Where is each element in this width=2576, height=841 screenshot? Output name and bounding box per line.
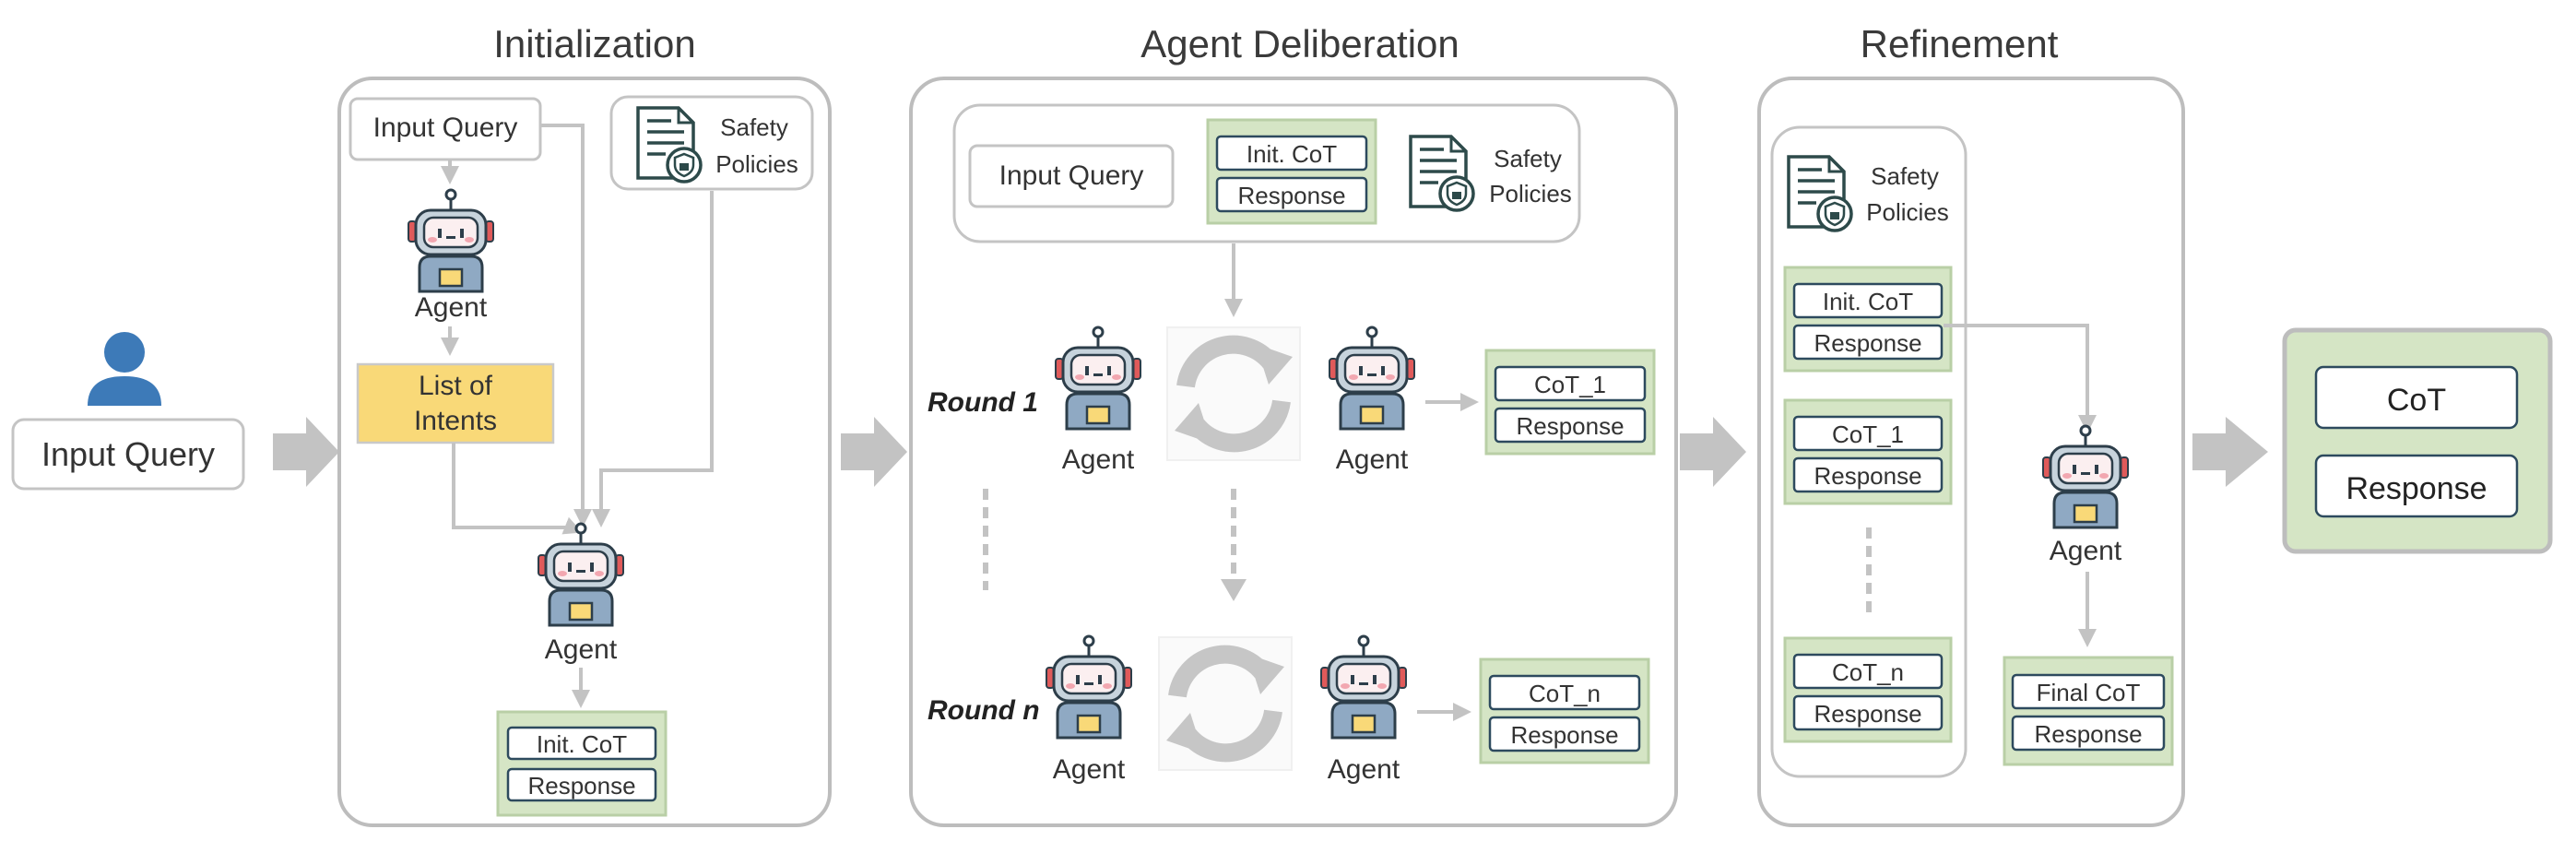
init-response-label: Response [527,772,635,800]
round-n-response-label: Response [1510,721,1618,749]
user-icon [88,332,161,406]
round-n-cycle-icon [1159,637,1292,770]
delib-safety-label-2: Policies [1489,180,1572,207]
init-safety-policy-icon [636,106,703,184]
final-cot-box [2011,673,2166,710]
round-1-cycle-icon [1167,327,1300,460]
round-n-response-box [1488,716,1641,752]
delib-init-response-label: Response [1237,182,1345,209]
refine-safety-label-1: Safety [1871,162,1939,190]
stage-arrow-3 [1680,417,1746,487]
stage-arrow-4 [2192,417,2268,487]
output-cot-label: CoT [2387,383,2446,418]
cot-1-label: CoT_1 [1534,371,1606,398]
init-response-box [506,767,657,802]
delib-init-response-box [1215,176,1368,213]
delib-safety-label-1: Safety [1494,145,1562,172]
stage-arrow-1 [273,417,339,487]
round-1-response-box [1494,407,1647,444]
output-cot-box [2314,365,2519,430]
stage-arrow-2 [841,417,907,487]
round-n-agent-right-label: Agent [1328,754,1400,785]
round-1-agent-right-label: Agent [1336,444,1409,475]
delib-safety-policy-icon [1409,135,1475,212]
refine-cot-1-response-label: Response [1814,462,1921,490]
user-input-query-label: Input Query [41,435,215,473]
refine-cot-n-response-label: Response [1814,700,1921,728]
round-n-agent-left-label: Agent [1053,754,1126,785]
round-1-response-label: Response [1516,412,1624,440]
list-of-intents-box [356,362,555,444]
round-1-agent-left-label: Agent [1062,444,1135,475]
output-group [2282,327,2553,554]
final-cot-label: Final CoT [2037,679,2141,706]
stage-title-agent-deliberation: Agent Deliberation [1140,22,1459,65]
final-response-box [2011,715,2166,752]
round-n-label: Round n [928,695,1040,726]
refine-safety-label-2: Policies [1866,198,1949,226]
refine-safety-policy-icon [1787,155,1853,232]
init-cot-box [506,726,657,761]
intents-label-2: Intents [414,406,497,436]
output-response-box [2314,454,2519,518]
refine-init-response-box [1792,324,1944,361]
init-agent-top-label: Agent [415,292,488,323]
refine-init-cot-box [1792,282,1944,319]
init-input-query-box [349,97,542,161]
init-input-query-label: Input Query [373,113,518,143]
refine-init-response-label: Response [1814,329,1921,357]
init-safety-label-2: Policies [715,150,798,178]
final-response-label: Response [2034,720,2142,748]
refine-init-cot-label: Init. CoT [1823,288,1913,315]
output-response-label: Response [2346,471,2487,506]
refine-cot-n-label: CoT_n [1832,658,1904,686]
round-1-label: Round 1 [928,387,1038,418]
refine-cot-1-response-box [1792,456,1944,493]
user-input-query-box [11,418,245,491]
init-safety-label-1: Safety [720,113,788,141]
init-cot-label: Init. CoT [537,730,627,758]
cot-n-box [1488,674,1641,711]
cot-1-box [1494,365,1647,402]
cot-n-label: CoT_n [1529,680,1601,707]
refine-cot-n-box [1792,653,1944,690]
refine-agent-label: Agent [2050,536,2122,566]
stage-title-refinement: Refinement [1861,22,2059,65]
delib-init-cot-label: Init. CoT [1247,140,1337,168]
refine-cot-n-response-box [1792,694,1944,731]
refine-cot-1-box [1792,415,1944,452]
delib-input-query-label: Input Query [999,160,1144,191]
refine-cot-1-label: CoT_1 [1832,420,1904,448]
intents-label-1: List of [419,371,493,401]
init-agent-bottom-label: Agent [545,634,618,665]
stage-title-initialization: Initialization [493,22,695,65]
delib-init-cot-box [1215,135,1368,172]
delib-input-query-box [968,144,1175,208]
